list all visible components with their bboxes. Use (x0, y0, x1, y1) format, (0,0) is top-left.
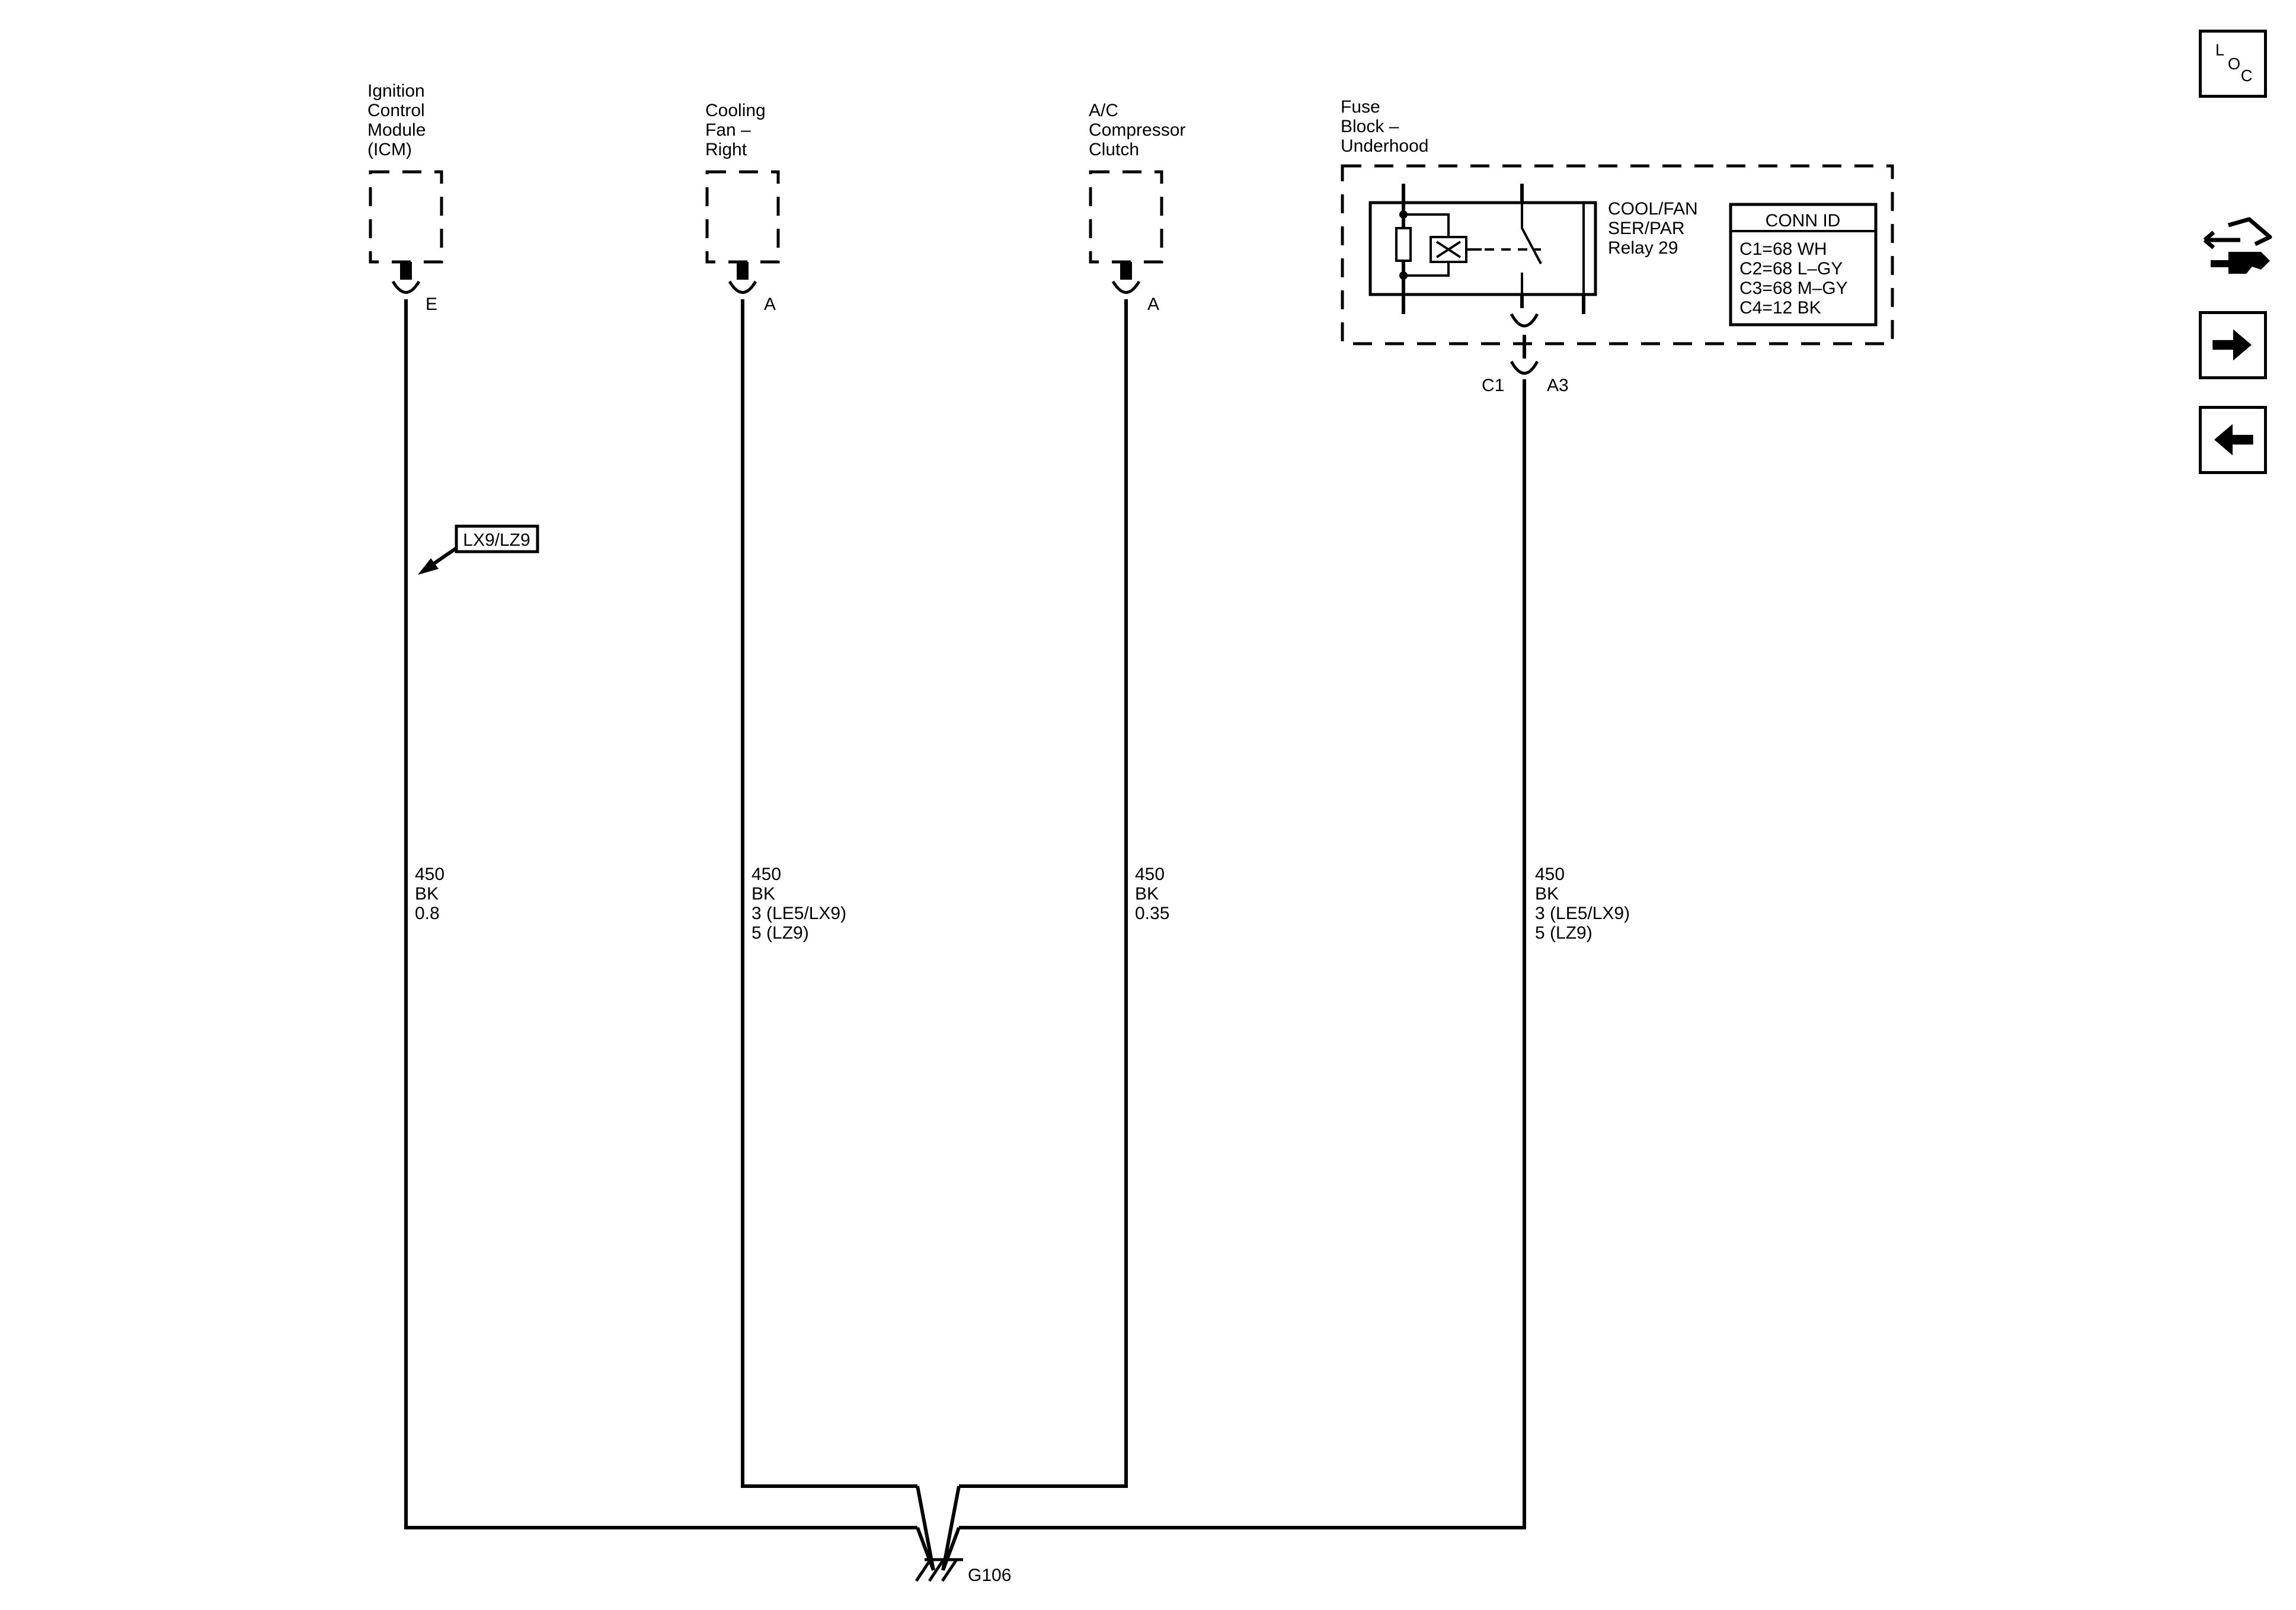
previous-arrow-icon (2214, 424, 2253, 456)
icm-label: Ignition Control Module (ICM) (367, 81, 431, 159)
wire-label-ac: 450 BK 0.35 (1135, 865, 1169, 923)
fan-label: Cooling Fan – Right (705, 101, 770, 159)
conn-id-row: C3=68 M–GY (1739, 279, 1848, 298)
relay-junction-top (1399, 210, 1408, 219)
ground-symbol (914, 1558, 958, 1582)
icm-pin-stub (400, 262, 412, 280)
conn-id-table: CONN ID C1=68 WH C2=68 L–GY C3=68 M–GY C… (1729, 203, 1878, 327)
wire-fuse-ground[interactable] (959, 379, 1526, 1529)
fuse-inner-connector-cup (1510, 313, 1539, 328)
harness-connector-icon (2203, 217, 2272, 274)
fuse-block-outline (1341, 164, 1894, 345)
conn-id-row: C1=68 WH (1739, 239, 1827, 259)
option-tag-text: LX9/LZ9 (463, 530, 530, 550)
ac-connector-cup (1111, 280, 1141, 294)
fuse-outer-connector-cup (1510, 360, 1539, 375)
conn-id-row: C2=68 L–GY (1739, 259, 1843, 279)
wire-icm-ground[interactable] (404, 299, 917, 1529)
relay-switch (1521, 203, 1585, 295)
ground-g106[interactable]: G106 (914, 1486, 1011, 1585)
fuse-pin: A3 (1547, 376, 1569, 395)
next-arrow-icon (2212, 329, 2252, 361)
relay-coil-x (1435, 241, 1462, 258)
ac-pin-stub (1120, 262, 1132, 280)
loc-icon: L O C (2215, 40, 2253, 85)
relay-label: COOL/FAN SER/PAR Relay 29 (1608, 199, 1703, 258)
ac-pin: A (1147, 295, 1159, 314)
conn-id-title: CONN ID (1766, 211, 1841, 231)
loc-button[interactable]: L O C (2199, 30, 2267, 98)
next-page-button[interactable] (2199, 311, 2267, 379)
wire-fan-ground[interactable] (741, 299, 917, 1488)
icm-connector-cup (391, 280, 421, 294)
conn-id-row: C4=12 BK (1739, 298, 1821, 318)
harness-connector-button[interactable] (2193, 207, 2276, 290)
fuse-connector-id: C1 (1482, 376, 1504, 395)
wire-ac-ground[interactable] (959, 299, 1128, 1488)
fan-pin-stub (737, 262, 749, 280)
fan-box (705, 170, 780, 264)
option-tag-arrow (418, 558, 439, 575)
icm-box (369, 170, 443, 264)
ac-label: A/C Compressor Clutch (1089, 101, 1191, 159)
relay-29[interactable]: COOL/FAN SER/PAR Relay 29 (1368, 184, 1703, 314)
relay-junction-bottom (1399, 271, 1408, 280)
icm-pin: E (426, 295, 437, 314)
wire-label-fan: 450 BK 3 (LE5/LX9) 5 (LZ9) (752, 865, 851, 943)
component-cooling-fan[interactable]: Cooling Fan – Right A (705, 101, 780, 314)
wire-label-icm: 450 BK 0.8 (415, 865, 449, 923)
fan-pin: A (764, 295, 776, 314)
option-tag-lx9-lz9: LX9/LZ9 (418, 524, 539, 575)
ground-label: G106 (968, 1566, 1011, 1585)
relay-body (1368, 201, 1597, 296)
fuse-block-label: Fuse Block – Underhood (1341, 97, 1428, 156)
fan-connector-cup (728, 280, 757, 294)
svg-text:L: L (2215, 40, 2224, 59)
relay-diode-resistor (1395, 227, 1412, 262)
component-fuse-block-underhood[interactable]: Fuse Block – Underhood COOL/FAN (1341, 97, 1894, 395)
component-ac-compressor-clutch[interactable]: A/C Compressor Clutch A (1089, 101, 1191, 314)
component-icm[interactable]: Ignition Control Module (ICM) E (367, 81, 443, 314)
svg-text:O: O (2228, 55, 2240, 73)
previous-page-button[interactable] (2199, 406, 2267, 474)
wire-label-fuse: 450 BK 3 (LE5/LX9) 5 (LZ9) (1535, 865, 1635, 943)
relay-coil-circuit (1403, 213, 1450, 277)
ac-box (1089, 170, 1163, 264)
svg-text:C: C (2241, 66, 2253, 85)
